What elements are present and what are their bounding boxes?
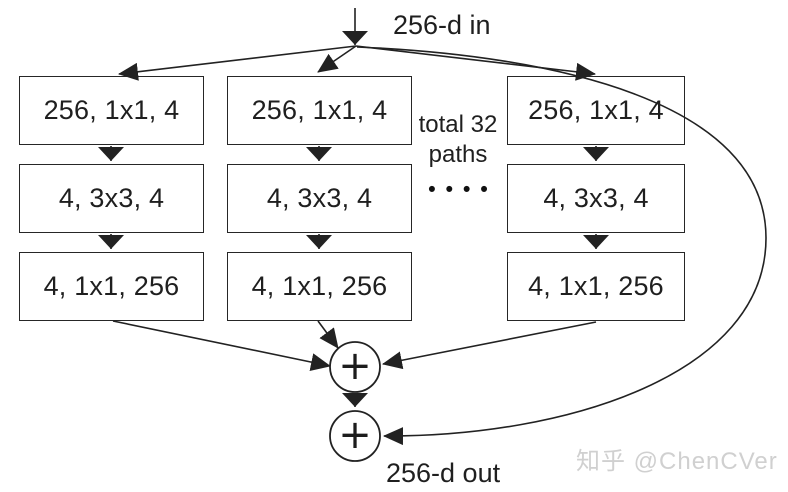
total-paths-note-line2: paths xyxy=(428,141,488,168)
conv-box-path1-layer1: 256, 1x1, 4 xyxy=(19,76,204,145)
merge-arrow-path32 xyxy=(382,321,597,370)
watermark-text: 知乎 @ChenCVer xyxy=(576,448,778,475)
conv-box-path2-layer3: 4, 1x1, 256 xyxy=(227,252,412,321)
branch-arrow-path1 xyxy=(118,45,357,81)
plus-icon: + xyxy=(338,343,372,389)
conv-box-path1-layer3: 4, 1x1, 256 xyxy=(19,252,204,321)
total-paths-note-line1: total 32 xyxy=(418,111,498,138)
merge-arrow-path1 xyxy=(112,320,331,371)
conv-box-path32-layer2: 4, 3x3, 4 xyxy=(507,164,685,233)
branch-arrow-path2 xyxy=(317,45,357,73)
conv-box-path1-layer2: 4, 3x3, 4 xyxy=(19,164,204,233)
conv-box-path32-layer3: 4, 1x1, 256 xyxy=(507,252,685,321)
total-paths-note: total 32 paths xyxy=(406,110,510,170)
branch-arrow-path32 xyxy=(355,45,596,81)
output-dimension-label: 256-d out xyxy=(386,458,501,488)
conv-box-path2-layer1: 256, 1x1, 4 xyxy=(227,76,412,145)
omitted-paths-ellipsis: •••• xyxy=(428,178,498,201)
input-dimension-label: 256-d in xyxy=(393,10,491,40)
conv-box-path2-layer2: 4, 3x3, 4 xyxy=(227,164,412,233)
conv-box-path32-layer1: 256, 1x1, 4 xyxy=(507,76,685,145)
plus-icon: + xyxy=(338,412,372,458)
